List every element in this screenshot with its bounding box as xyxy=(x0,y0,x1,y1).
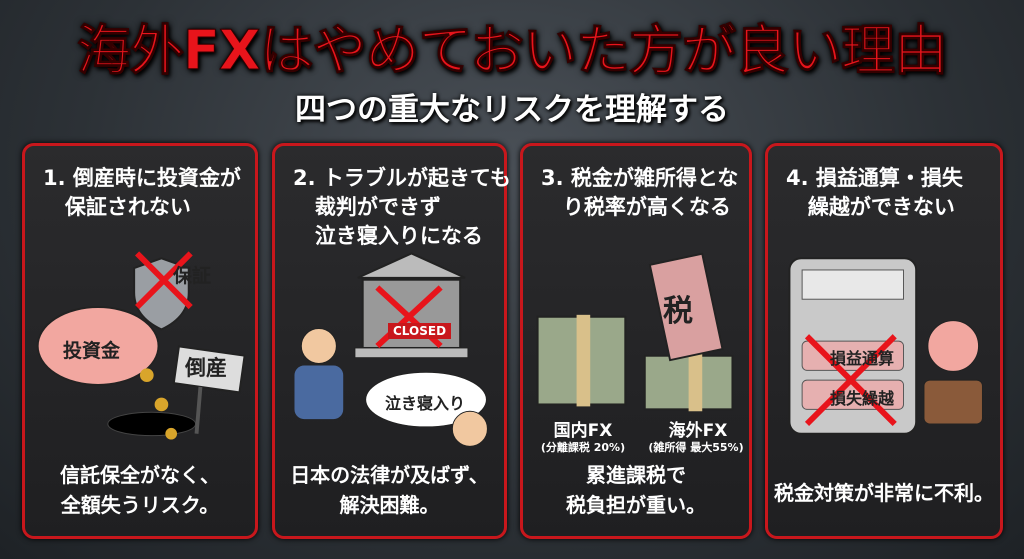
cross-mark-icon xyxy=(135,251,193,310)
domestic-fx-label: 国内FX xyxy=(553,421,613,441)
closed-bank-illustration xyxy=(294,252,488,447)
closed-sign: CLOSED xyxy=(388,323,452,339)
sign-label: 倒産 xyxy=(185,356,227,380)
panel-summary: 税金対策が非常に不利。 xyxy=(774,481,994,505)
panel-title: 2. トラブルが起きても 裁判ができず 泣き寝入りになる xyxy=(293,166,511,248)
shield-label: 保証 xyxy=(173,265,212,287)
pig-label: 投資金 xyxy=(63,340,121,362)
tax-label: 税 xyxy=(663,294,693,329)
bank-icon xyxy=(357,252,466,279)
subtitle: 四つの重大なリスクを理解する xyxy=(295,92,729,128)
tax-bill-icon xyxy=(648,252,724,362)
bubble-text: 泣き寝入り xyxy=(385,394,466,413)
panel-title: 1. 倒産時に投資金が 保証されない xyxy=(43,166,241,219)
money-stack-overseas-icon xyxy=(643,354,734,411)
wallet-icon xyxy=(923,379,983,425)
loss-offset-label: 損益通算 xyxy=(829,349,894,368)
cross-mark-icon xyxy=(804,334,897,427)
panel-summary: 日本の法律が及ばず、 解決困難。 xyxy=(290,463,489,517)
panel-summary: 累進課税で 税負担が重い。 xyxy=(566,463,706,517)
loss-carryforward-label: 損失繰越 xyxy=(829,389,894,408)
main-title: 海外FXはやめておいた方が良い理由 xyxy=(77,19,949,83)
panel-bankruptcy-risk: 1. 倒産時に投資金が 保証されない 保証 投資金 倒産 信託保全がなく、 全額… xyxy=(22,143,258,539)
sign-icon xyxy=(172,345,246,394)
panel-loss-offset-risk: 4. 損益通算・損失 繰越ができない 損益通算 損失繰越 税金対策が非常に不利。 xyxy=(765,143,1003,539)
calculator-illustration xyxy=(788,257,983,435)
hole-icon xyxy=(107,411,197,437)
panel-tax-risk: 3. 税金が雑所得とな り税率が高くなる 税 国内FX (分離課税 20%) 海… xyxy=(520,143,752,539)
piggy-bank-icon xyxy=(36,306,160,386)
money-stacks-illustration xyxy=(536,252,734,412)
domestic-fx-note: (分離課税 20%) xyxy=(540,441,626,454)
speech-bubble-icon xyxy=(365,371,487,428)
panel-legal-risk: 2. トラブルが起きても 裁判ができず 泣き寝入りになる CLOSED 泣き寝入… xyxy=(272,143,511,539)
overseas-fx-label: 海外FX xyxy=(668,421,728,441)
panel-summary: 信託保全がなく、 全額失うリスク。 xyxy=(60,463,220,517)
shield-icon xyxy=(133,257,190,331)
piggy-bank-illustration xyxy=(36,251,246,440)
worried-person-icon xyxy=(300,327,337,365)
panel-title: 4. 損益通算・損失 繰越ができない xyxy=(786,166,963,219)
overseas-fx-note: (雑所得 最大55%) xyxy=(648,441,744,454)
sad-face-icon xyxy=(927,320,980,372)
panel-title: 3. 税金が雑所得とな り税率が高くなる xyxy=(541,166,739,219)
